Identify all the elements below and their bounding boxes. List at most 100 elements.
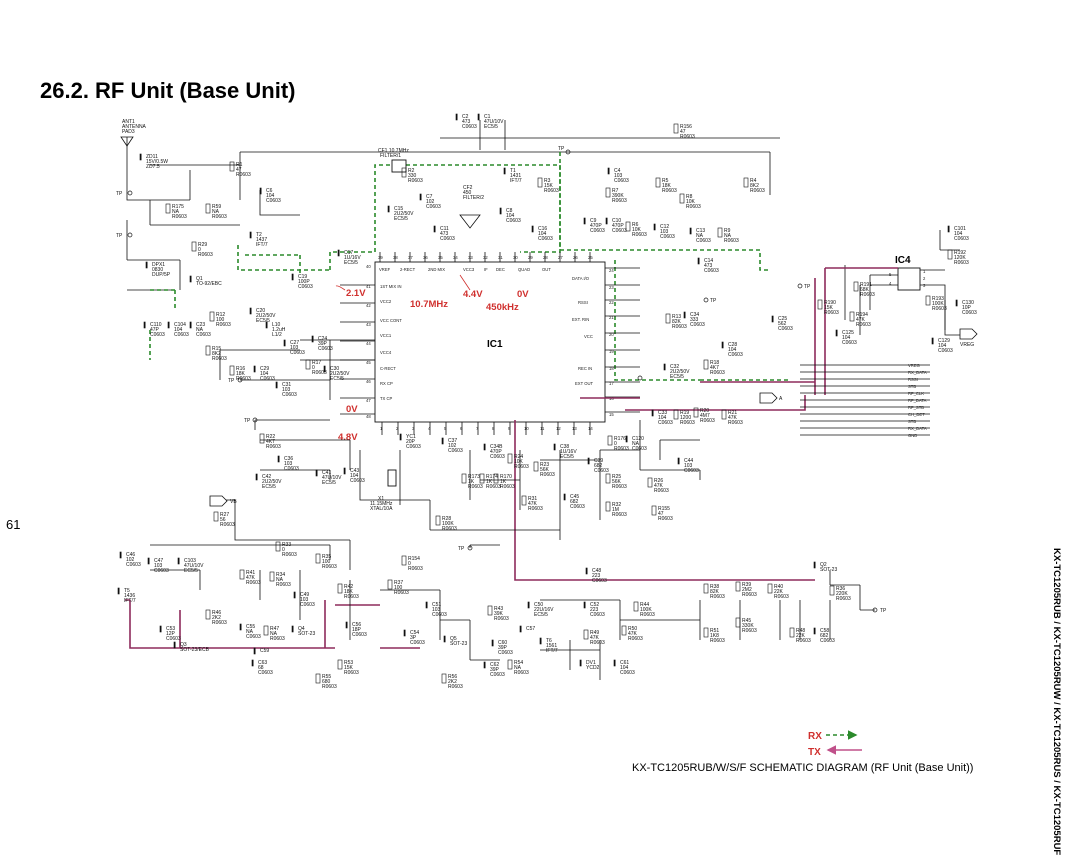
ic4-body [897, 267, 921, 291]
component-r19-package: R0603 [680, 420, 695, 426]
component-r26-package: R0603 [654, 488, 669, 494]
component-r41-package: R0603 [246, 580, 261, 586]
component-r47-value: NA [270, 631, 278, 637]
svg-text:RSSI: RSSI [578, 300, 588, 305]
component-r39-value: 2M2 [742, 587, 752, 593]
component-c129-ref: C129 [938, 338, 950, 344]
svg-text:14: 14 [588, 426, 593, 431]
component-c130-ref: C130 [962, 300, 974, 306]
component-c31-ref: C31 [282, 382, 291, 388]
component-c62-symbol [483, 661, 486, 669]
component-c42-package: EC5/5 [262, 484, 276, 490]
component-c43-ref: C43 [350, 468, 359, 474]
component-r47-symbol [263, 625, 269, 636]
component-c6-package: C0603 [266, 198, 281, 204]
component-c44-package: C0603 [684, 468, 699, 474]
component-c58-symbol [813, 627, 816, 635]
component-c55-value: NA [246, 629, 254, 635]
component-r8-symbol [679, 193, 685, 204]
component-c53-value: 12P [166, 631, 176, 637]
component-c36-value: 103 [284, 461, 293, 467]
component-c41-package: EC5/5 [322, 480, 336, 486]
a-label: A [779, 396, 783, 402]
component-c130-value: 10P [962, 305, 972, 311]
svg-text:RF_STB: RF_STB [908, 405, 924, 410]
component-c48-value: 223 [592, 573, 601, 579]
component-r154-value: 0 [408, 561, 411, 567]
component-r53-ref: R53 [344, 660, 353, 666]
component-r176-package: R0603 [614, 446, 629, 452]
component-c34-package: C0603 [690, 322, 705, 328]
component-q3-symbol [173, 641, 176, 649]
svg-text:4: 4 [428, 426, 431, 431]
antenna-label: ANTENNA [122, 124, 147, 130]
component-zd11-symbol [139, 153, 142, 161]
component-r154-ref: R154 [408, 556, 420, 562]
component-r48-symbol [789, 627, 795, 638]
component-c58-package: C0603 [820, 638, 835, 644]
component-c53-symbol [159, 625, 162, 633]
component-r28-package: R0603 [442, 526, 457, 532]
component-c2-symbol [455, 113, 458, 121]
component-c46-value: 102 [126, 557, 135, 563]
component-c4-ref: C4 [614, 168, 621, 174]
svg-text:32: 32 [483, 255, 488, 260]
component-c28-symbol [721, 341, 724, 349]
component-r37-package: R0603 [394, 590, 409, 596]
svg-text:1: 1 [923, 269, 926, 274]
svg-text:12: 12 [556, 426, 561, 431]
component-c17-package: EC5/5 [344, 260, 358, 266]
component-c20-ref: C20 [256, 308, 265, 314]
component-c34b-value: 470P [490, 449, 502, 455]
component-c43-package: C0603 [350, 478, 365, 484]
component-c14-ref: C14 [704, 258, 713, 264]
component-c10-symbol [605, 217, 608, 225]
svg-text:28: 28 [543, 255, 548, 260]
component-q1-symbol [189, 275, 192, 283]
component-dpx1-symbol [145, 261, 148, 269]
component-r13-value: 82K [672, 319, 682, 325]
component-r25-package: R0603 [612, 484, 627, 490]
component-r190-symbol [817, 299, 823, 310]
component-r17-package: R0603 [312, 370, 327, 376]
component-c15-package: EC5/5 [394, 216, 408, 222]
test-points [127, 149, 878, 613]
component-c42-ref: C42 [262, 474, 271, 480]
component-r47-package: R0603 [270, 636, 285, 642]
component-c33-symbol [651, 409, 654, 417]
component-c25-ref: C25 [778, 316, 787, 322]
component-r46-symbol [205, 609, 211, 620]
ic1-left-signals: 1ST MIX IN VCC2 VCC CONT VCC1 VCC4 C-REC… [380, 284, 402, 401]
component-c4-value: 103 [614, 173, 623, 179]
component-r40-value: 22K [774, 589, 784, 595]
component-c50-symbol [527, 601, 530, 609]
svg-text:9: 9 [508, 426, 511, 431]
a-connector [759, 392, 778, 404]
component-c43-value: 104 [350, 473, 359, 479]
component-r59-ref: R59 [212, 204, 221, 210]
component-c103-ref: C103 [184, 558, 196, 564]
component-l10-ref: L10 [272, 322, 281, 328]
component-r32-ref: R32 [612, 502, 621, 508]
component-zd11-ref: ZD11 [146, 154, 158, 160]
component-r7-package: R0603 [612, 198, 627, 204]
component-r44-ref: R44 [640, 602, 649, 608]
component-c45-symbol [563, 493, 566, 501]
component-c129-package: C0603 [938, 348, 953, 354]
component-c10-ref: C10 [612, 218, 621, 224]
component-c120-package: C0603 [632, 446, 647, 452]
component-r7-value: 390K [612, 193, 624, 199]
component-r15-ref: R15 [212, 346, 221, 352]
svg-text:42: 42 [366, 303, 371, 308]
component-r35-symbol [315, 553, 321, 564]
component-c24-package: C0603 [318, 346, 333, 352]
component-r29-value: 0 [198, 247, 201, 253]
component-t2-symbol [249, 231, 252, 239]
component-r38-ref: R38 [710, 584, 719, 590]
component-c15-ref: C15 [394, 206, 403, 212]
component-r191-package: R0603 [860, 292, 875, 298]
component-c23-ref: C23 [196, 322, 205, 328]
component-c57-ref: C57 [526, 626, 535, 632]
component-c1-ref: C1 [484, 114, 491, 120]
svg-text:RF_DATA: RF_DATA [908, 398, 927, 403]
